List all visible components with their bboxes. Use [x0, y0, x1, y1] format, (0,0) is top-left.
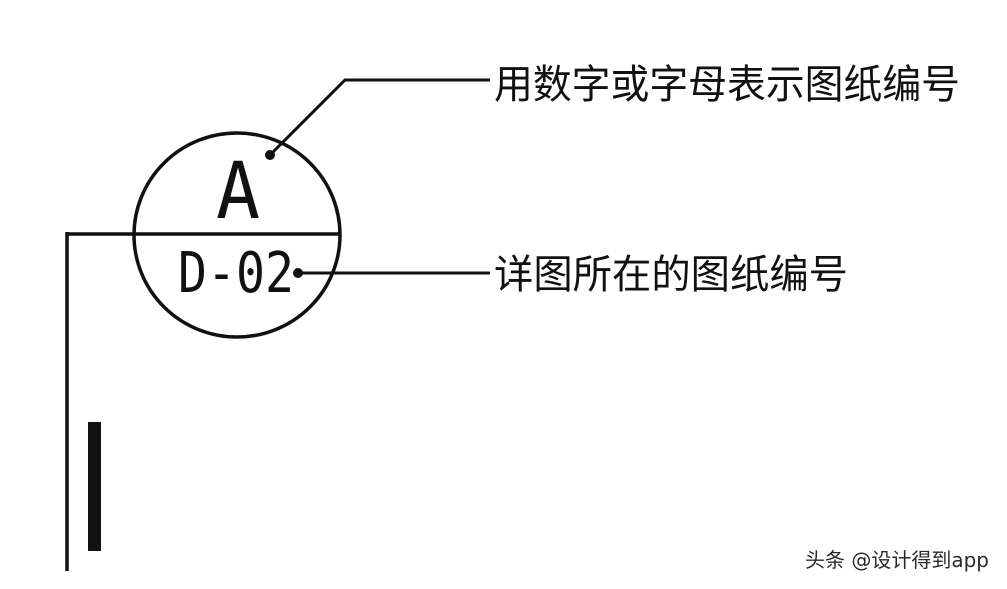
section-bar: [88, 422, 101, 551]
annotation-sheet-number: 用数字或字母表示图纸编号: [494, 62, 960, 108]
sheet-number-label: A: [216, 147, 260, 237]
leader-dot-2: [293, 268, 303, 278]
leader-line-1: [268, 78, 490, 157]
leader-dot-1: [265, 150, 275, 160]
watermark: 头条 @设计得到app: [804, 548, 989, 572]
annotation-detail-sheet: 详图所在的图纸编号: [494, 252, 848, 298]
detail-sheet-label: D-02: [178, 241, 294, 306]
